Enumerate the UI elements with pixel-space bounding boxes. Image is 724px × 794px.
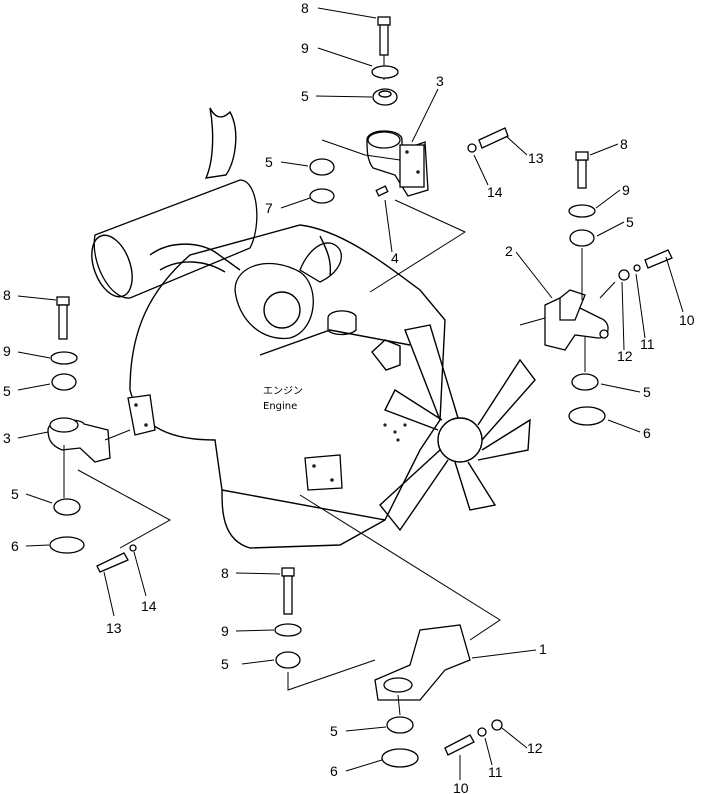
callout-10: 10 xyxy=(679,312,695,328)
callout-11: 11 xyxy=(640,336,655,352)
engine-assembly: エンジン Engine xyxy=(91,107,536,549)
callout-3: 3 xyxy=(436,73,444,89)
callout-13: 13 xyxy=(528,150,544,166)
callout-8: 8 xyxy=(620,136,628,152)
callout-6: 6 xyxy=(643,425,651,441)
callout-5: 5 xyxy=(330,723,338,739)
callout-8: 8 xyxy=(221,565,229,581)
callout-13: 13 xyxy=(106,620,122,636)
callout-5: 5 xyxy=(221,656,229,672)
callout-8: 8 xyxy=(3,287,11,303)
callout-11: 11 xyxy=(488,764,503,780)
left-mount-group xyxy=(47,296,172,573)
callout-5: 5 xyxy=(301,88,309,104)
callout-14: 14 xyxy=(141,598,157,614)
callout-10: 10 xyxy=(453,780,469,794)
callout-12: 12 xyxy=(527,740,543,756)
callout-9: 9 xyxy=(622,182,630,198)
callout-3: 3 xyxy=(3,430,11,446)
callout-1: 1 xyxy=(539,641,547,657)
callout-numbers: 8 9 5 3 5 7 4 13 14 8 9 5 2 10 11 12 5 6… xyxy=(3,0,695,794)
callout-leaders xyxy=(17,7,684,780)
callout-2: 2 xyxy=(505,243,513,259)
bottom-mount-group xyxy=(274,494,503,768)
callout-9: 9 xyxy=(221,623,229,639)
callout-9: 9 xyxy=(301,40,309,56)
callout-8: 8 xyxy=(301,0,309,16)
callout-12: 12 xyxy=(617,348,633,364)
callout-5: 5 xyxy=(3,383,11,399)
callout-5: 5 xyxy=(643,384,651,400)
right-mount-group xyxy=(519,151,673,426)
engine-label-jp: エンジン xyxy=(263,386,303,397)
callout-7: 7 xyxy=(265,200,273,216)
callout-4: 4 xyxy=(391,250,399,266)
callout-6: 6 xyxy=(11,538,19,554)
callout-14: 14 xyxy=(487,184,503,200)
callout-9: 9 xyxy=(3,343,11,359)
engine-label-en: Engine xyxy=(263,401,297,412)
top-mount-group xyxy=(309,16,509,293)
cooling-fan xyxy=(379,324,536,532)
callout-5: 5 xyxy=(626,214,634,230)
callout-5: 5 xyxy=(11,486,19,502)
callout-5: 5 xyxy=(265,154,273,170)
callout-6: 6 xyxy=(330,763,338,779)
